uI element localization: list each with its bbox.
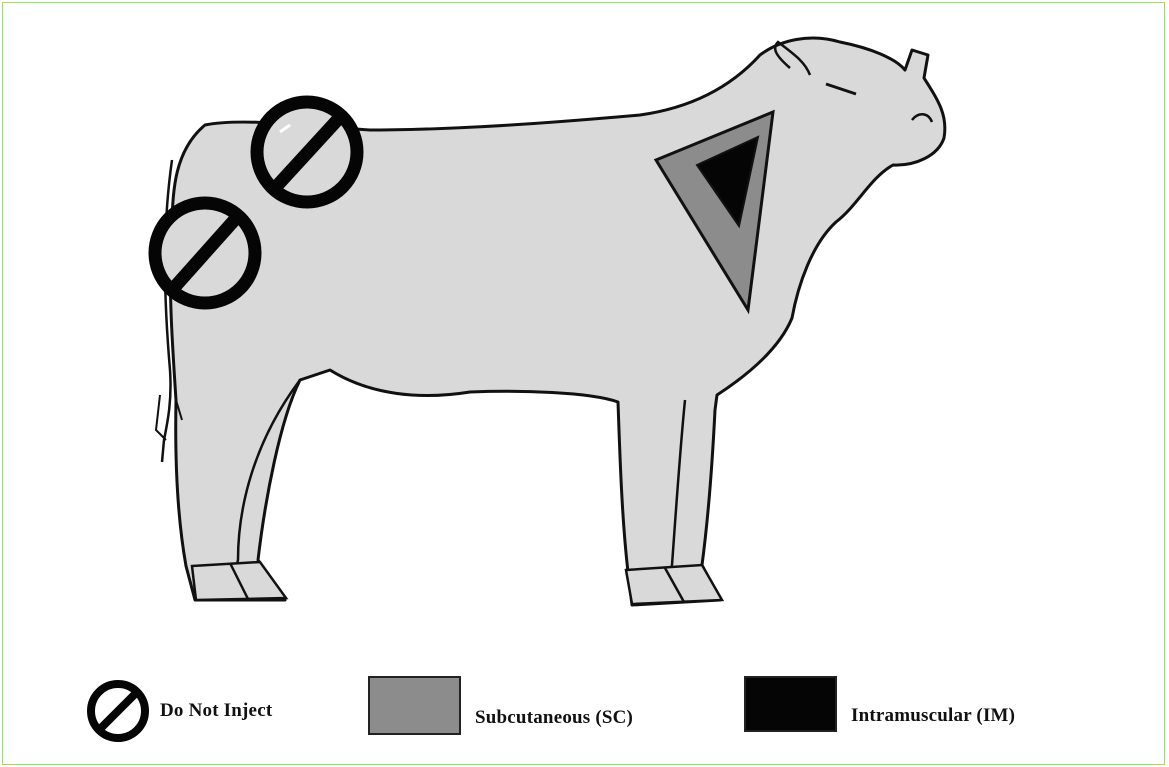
- prohibition-icon: [82, 678, 152, 744]
- rear-hooves: [192, 562, 286, 600]
- legend-item-do-not-inject: Do Not Inject: [82, 678, 272, 744]
- legend-label-do-not-inject: Do Not Inject: [160, 700, 272, 722]
- legend-label-subcutaneous: Subcutaneous (SC): [475, 707, 633, 729]
- legend: Do Not Inject Subcutaneous (SC) Intramus…: [82, 672, 1122, 744]
- prohibition-icon: [155, 203, 255, 303]
- front-hooves: [626, 565, 722, 604]
- gray-square-swatch: [368, 676, 461, 735]
- prohibition-icon: [257, 102, 357, 202]
- legend-item-subcutaneous: Subcutaneous (SC): [368, 676, 633, 735]
- black-square-swatch: [744, 676, 837, 732]
- legend-item-intramuscular: Intramuscular (IM): [744, 676, 1015, 732]
- legend-label-intramuscular: Intramuscular (IM): [851, 705, 1015, 727]
